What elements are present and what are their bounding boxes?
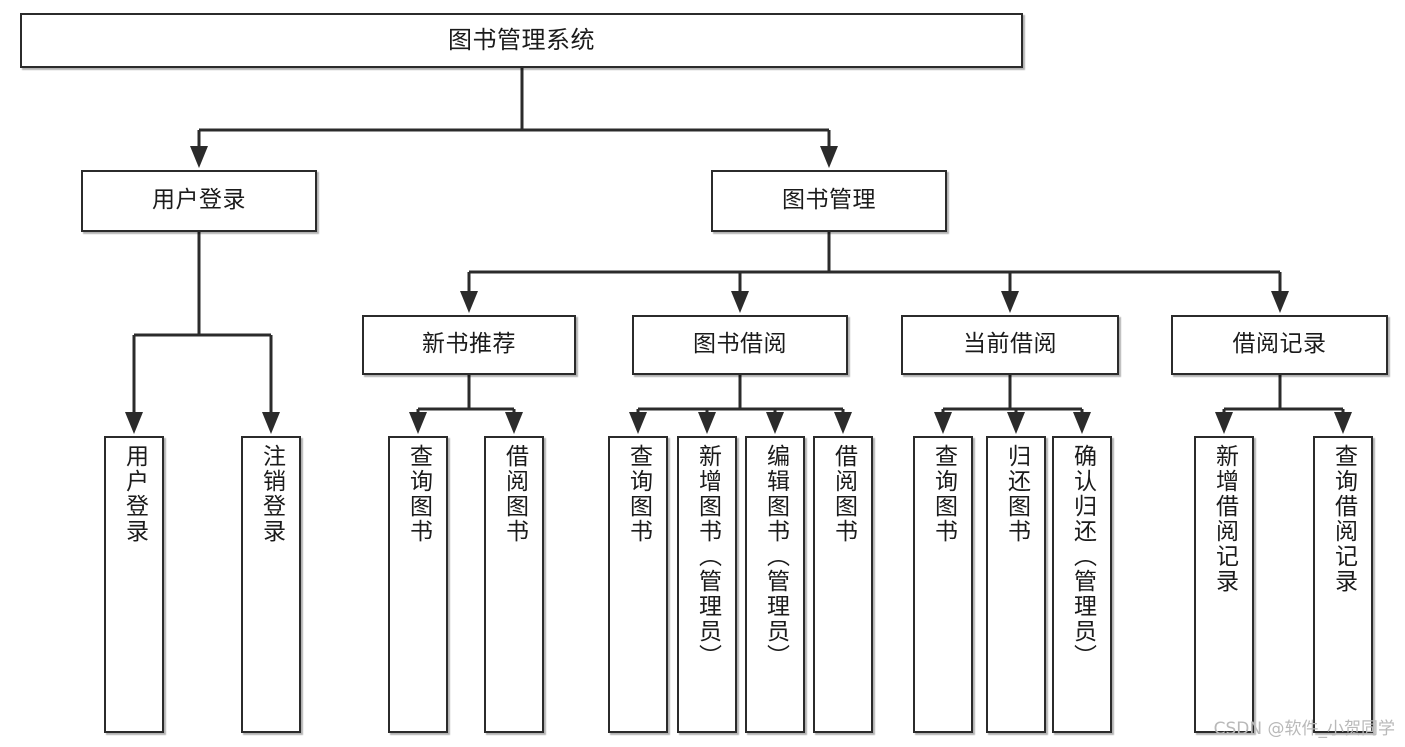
- node-label-leaf-borrow-book-1: 借阅图书: [501, 444, 528, 544]
- node-root: 图书管理系统: [20, 13, 1023, 68]
- watermark-text: CSDN @软件_小贺同学: [1213, 719, 1395, 739]
- node-leaf-return-book: 归还图书: [986, 436, 1046, 733]
- node-label-borrow-record: 借阅记录: [1232, 331, 1327, 358]
- node-label-leaf-query-record: 查询借阅记录: [1330, 444, 1357, 594]
- node-label-current-borrow: 当前借阅: [963, 331, 1057, 358]
- arrow-head-current-borrow: [1001, 291, 1019, 313]
- node-leaf-user-login: 用户登录: [104, 436, 164, 733]
- node-label-leaf-user-login: 用户登录: [121, 444, 148, 544]
- node-leaf-query-book-2: 查询图书: [608, 436, 668, 733]
- node-label-leaf-user-logout: 注销登录: [258, 444, 285, 544]
- node-label-leaf-query-book-2: 查询图书: [625, 444, 652, 544]
- arrow-head-leaf-edit-book: [766, 412, 784, 434]
- arrow-head-leaf-borrow-book-1: [505, 412, 523, 434]
- node-label-new-book-rec: 新书推荐: [422, 331, 516, 358]
- node-user-login: 用户登录: [81, 170, 317, 232]
- node-label-leaf-edit-book: 编辑图书（管理员）: [762, 444, 789, 669]
- arrow-head-leaf-query-record: [1334, 412, 1352, 434]
- node-label-leaf-confirm-return: 确认归还（管理员）: [1069, 444, 1096, 669]
- node-book-borrow: 图书借阅: [632, 315, 848, 375]
- arrow-head-leaf-query-book-1: [409, 412, 427, 434]
- arrow-head-leaf-user-login: [125, 412, 143, 434]
- arrow-head-leaf-add-book: [698, 412, 716, 434]
- arrow-head-book-manage: [820, 146, 838, 168]
- arrow-head-leaf-add-record: [1215, 412, 1233, 434]
- node-leaf-edit-book: 编辑图书（管理员）: [745, 436, 805, 733]
- node-label-leaf-add-record: 新增借阅记录: [1211, 444, 1238, 594]
- arrow-head-leaf-query-book-2: [629, 412, 647, 434]
- arrow-head-user-login: [190, 146, 208, 168]
- node-label-leaf-query-book-1: 查询图书: [405, 444, 432, 544]
- arrow-head-leaf-borrow-book-2: [834, 412, 852, 434]
- node-leaf-query-book-3: 查询图书: [913, 436, 973, 733]
- node-new-book-rec: 新书推荐: [362, 315, 576, 375]
- node-label-leaf-borrow-book-2: 借阅图书: [830, 444, 857, 544]
- node-label-leaf-query-book-3: 查询图书: [930, 444, 957, 544]
- node-leaf-add-record: 新增借阅记录: [1194, 436, 1254, 733]
- node-leaf-query-record: 查询借阅记录: [1313, 436, 1373, 733]
- arrow-head-leaf-query-book-3: [934, 412, 952, 434]
- node-label-leaf-add-book: 新增图书（管理员）: [694, 444, 721, 669]
- node-label-user-login: 用户登录: [152, 187, 246, 214]
- node-current-borrow: 当前借阅: [901, 315, 1119, 375]
- arrow-head-leaf-return-book: [1007, 412, 1025, 434]
- node-book-manage: 图书管理: [711, 170, 947, 232]
- arrow-head-borrow-record: [1271, 291, 1289, 313]
- node-leaf-borrow-book-1: 借阅图书: [484, 436, 544, 733]
- node-label-root: 图书管理系统: [448, 26, 595, 55]
- arrow-head-leaf-confirm-return: [1073, 412, 1091, 434]
- arrow-head-new-book-rec: [460, 291, 478, 313]
- node-label-book-manage: 图书管理: [782, 187, 876, 214]
- node-leaf-user-logout: 注销登录: [241, 436, 301, 733]
- node-leaf-add-book: 新增图书（管理员）: [677, 436, 737, 733]
- node-label-book-borrow: 图书借阅: [693, 331, 787, 358]
- node-leaf-confirm-return: 确认归还（管理员）: [1052, 436, 1112, 733]
- arrow-head-book-borrow: [731, 291, 749, 313]
- node-label-leaf-return-book: 归还图书: [1003, 444, 1030, 544]
- node-leaf-query-book-1: 查询图书: [388, 436, 448, 733]
- node-leaf-borrow-book-2: 借阅图书: [813, 436, 873, 733]
- arrow-head-leaf-user-logout: [262, 412, 280, 434]
- node-borrow-record: 借阅记录: [1171, 315, 1388, 375]
